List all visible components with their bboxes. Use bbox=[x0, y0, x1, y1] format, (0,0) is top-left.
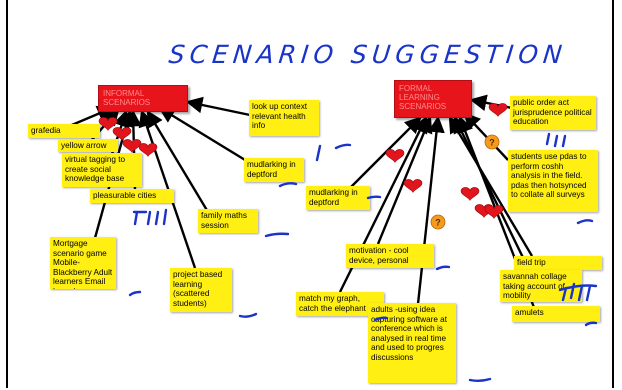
note-motivation: motivation - cool device, personal bbox=[346, 244, 434, 268]
arrow-students-pdas bbox=[463, 112, 509, 161]
tally-pleasurable-cities bbox=[132, 208, 168, 226]
arrow-family-maths bbox=[146, 109, 210, 213]
tally-look-up-context bbox=[315, 144, 322, 162]
tally-look-up-context-underline bbox=[334, 143, 352, 150]
arrow-mudlarking-formal bbox=[347, 116, 422, 191]
note-yellow-arrow: yellow arrow bbox=[58, 139, 118, 152]
heart-icon bbox=[484, 205, 504, 219]
formal-arrows bbox=[338, 94, 537, 311]
heart-icon bbox=[112, 127, 132, 141]
tally-marks bbox=[128, 132, 598, 382]
whiteboard-frame bbox=[6, 0, 614, 388]
note-family-maths: family maths session bbox=[198, 209, 258, 233]
tally-amulets bbox=[584, 321, 598, 327]
formal-learning-scenarios-box: FORMAL LEARNING SCENARIOS bbox=[394, 80, 472, 118]
arrow-mudlarking-informal bbox=[157, 106, 251, 165]
tally-savannah bbox=[558, 282, 598, 302]
heart-icon bbox=[460, 187, 480, 201]
question-mark-label: ? bbox=[435, 218, 441, 228]
tally-family-maths bbox=[264, 232, 290, 238]
note-students-pdas: students use pdas to perform coshh analy… bbox=[508, 150, 598, 212]
tally-students-pdas bbox=[576, 219, 594, 225]
note-virtual-tagging: virtual tagging to create social knowled… bbox=[62, 153, 142, 187]
note-adults-idea: adults -using idea capturing software at… bbox=[368, 303, 456, 383]
question-mark-icon bbox=[430, 214, 446, 230]
question-badge-group: ?? bbox=[430, 134, 500, 230]
arrow-savannah bbox=[453, 115, 532, 273]
note-grafedia: grafedia bbox=[28, 124, 100, 138]
note-project-based: project based learning (scattered studen… bbox=[170, 268, 232, 312]
note-field-trip: field trip bbox=[514, 256, 602, 270]
tally-project-based bbox=[238, 312, 258, 318]
heart-icon bbox=[98, 117, 118, 131]
question-mark-label: ? bbox=[489, 138, 495, 148]
note-look-up-context: look up context relevant health info bbox=[249, 100, 319, 136]
note-pleasurable-cities: pleasurable cities bbox=[90, 189, 174, 203]
note-public-order: public order act jurisprudence political… bbox=[510, 96, 596, 130]
tally-public-order bbox=[545, 132, 567, 148]
tally-adults-idea bbox=[468, 377, 492, 382]
tally-mudlarking-formal bbox=[366, 195, 382, 200]
arrow-look-up-context bbox=[185, 96, 251, 117]
note-mudlarking-formal: mudlarking in deptford bbox=[306, 186, 370, 210]
arrow-adults-idea bbox=[416, 115, 445, 305]
heart-icon bbox=[138, 143, 158, 157]
tally-mortgage bbox=[128, 290, 142, 297]
tally-motivation bbox=[435, 265, 451, 271]
note-savannah: savannah collage taking account of mobil… bbox=[500, 270, 582, 302]
tally-match-my-graph bbox=[373, 316, 389, 322]
note-mortgage: Mortgage scenario game Mobile-Blackberry… bbox=[50, 237, 116, 289]
note-amulets: amulets bbox=[512, 306, 600, 322]
heart-icon bbox=[385, 149, 405, 163]
tally-mudlarking-informal bbox=[278, 182, 298, 188]
arrow-motivation bbox=[376, 115, 433, 245]
note-mudlarking-informal: mudlarking in deptford bbox=[244, 158, 304, 182]
heart-icon bbox=[488, 103, 508, 117]
note-match-my-graph: match my graph, catch the elephant bbox=[296, 292, 384, 316]
heart-icon bbox=[122, 139, 142, 153]
question-mark-icon bbox=[484, 134, 500, 150]
arrow-field-trip bbox=[448, 115, 534, 257]
informal-scenarios-box: INFORMAL SCENARIOS bbox=[98, 85, 188, 112]
heart-group bbox=[98, 103, 508, 219]
heart-icon bbox=[403, 179, 423, 193]
